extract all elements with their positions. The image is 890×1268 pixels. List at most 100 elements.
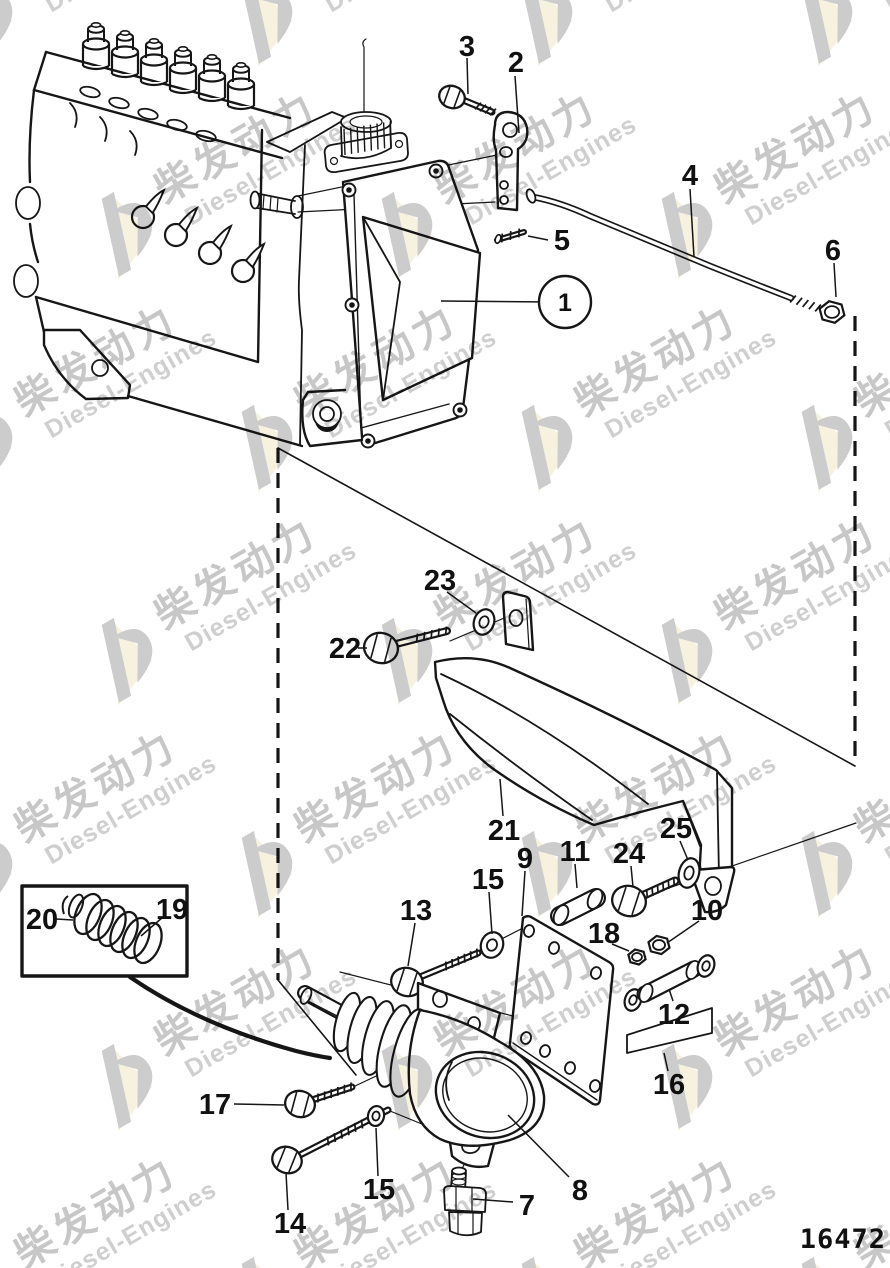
bolt-14-head xyxy=(271,1145,303,1175)
boss-thread xyxy=(376,123,379,150)
callout-label-1: 1 xyxy=(558,289,572,317)
callout-label-18: 18 xyxy=(588,918,620,950)
dome-highlight xyxy=(445,1061,453,1101)
diesel-engines-logo-icon xyxy=(101,191,132,277)
cover-crease-a xyxy=(440,673,649,805)
bolt-24-thread xyxy=(656,884,659,894)
washer-15 xyxy=(479,931,505,959)
callout-leader-10 xyxy=(666,920,700,944)
spring-coil xyxy=(121,916,151,960)
nut-10 xyxy=(647,934,671,956)
cap-nipple xyxy=(148,37,160,44)
bolt-3-thread xyxy=(479,104,487,112)
control-shaft-knurl xyxy=(262,194,279,213)
washer-15-upper xyxy=(479,931,505,959)
control-rod-4 xyxy=(525,188,822,312)
diesel-engines-logo-icon xyxy=(101,1043,132,1129)
diesel-engines-logo-icon xyxy=(801,404,832,490)
housing-foot xyxy=(42,328,132,401)
bolt-14-thread xyxy=(333,1133,337,1143)
diesel-engines-logo-icon xyxy=(521,830,552,916)
boss-thread xyxy=(369,124,373,151)
teardrop-port xyxy=(230,242,266,284)
boss-thread xyxy=(343,128,346,156)
washer-15-outer xyxy=(479,931,505,959)
spring-coil xyxy=(73,892,103,936)
boss-thread xyxy=(349,127,353,154)
watermark-text-en: Diesel-Engines xyxy=(600,0,781,18)
washer-12-left-inner xyxy=(628,994,638,1006)
bolt-14-thread xyxy=(353,1122,357,1132)
callout-label-7: 7 xyxy=(519,1190,535,1222)
axis-bolt-24 xyxy=(639,822,857,899)
callout-label-25: 25 xyxy=(660,813,692,845)
bolt-3-thread xyxy=(474,102,482,110)
retainer-20-clip xyxy=(61,895,69,915)
callout-label-4: 4 xyxy=(682,160,698,192)
diesel-engines-logo-icon xyxy=(253,1267,293,1268)
housing-left-edge-upper xyxy=(28,88,36,184)
diesel-engines-logo-icon xyxy=(0,0,13,44)
fuel-injection-pump xyxy=(13,21,482,449)
governor-face-inner-border xyxy=(353,193,450,429)
diesel-engines-logo-icon xyxy=(241,404,272,490)
front-face-bottom-edge xyxy=(34,295,260,364)
washer-23 xyxy=(472,608,496,636)
detail-pointer-curve xyxy=(127,974,333,1061)
spacer-12-end xyxy=(638,983,654,1003)
bolt-17-head-facet xyxy=(290,1091,298,1113)
bolt-24-thread xyxy=(667,879,670,889)
teardrop-tail xyxy=(144,188,166,215)
callout-leader-15 xyxy=(488,891,493,935)
callout-leader-9 xyxy=(521,870,526,917)
nut-10-bore xyxy=(652,939,666,951)
diesel-engines-logo-icon xyxy=(813,1267,853,1268)
pin-5-thread xyxy=(509,230,512,241)
diesel-engines-logo-icon xyxy=(113,202,153,257)
bracket-2-hole-mid xyxy=(499,146,513,158)
governor-left-flange xyxy=(297,144,306,446)
spacer-11-end xyxy=(552,904,570,926)
nut-18 xyxy=(627,948,647,966)
bolt-14-head-facet xyxy=(288,1152,298,1173)
retainer-20 xyxy=(67,893,85,919)
callout-label-21: 21 xyxy=(488,815,520,847)
holder-body xyxy=(168,68,198,95)
bolt-14-head-head xyxy=(271,1145,303,1175)
flange-hole xyxy=(432,990,448,1008)
bolt-13-head-facet xyxy=(396,968,405,992)
callout-leader-12 xyxy=(668,988,674,1002)
bolt-14-head-facet xyxy=(276,1147,286,1168)
callout-leader-2 xyxy=(514,75,520,134)
callout-label-17: 17 xyxy=(199,1089,231,1121)
spring-19 xyxy=(61,892,163,965)
spring-coil xyxy=(97,904,127,948)
cover-tab-edge xyxy=(525,598,530,649)
bolt-17 xyxy=(283,1082,356,1119)
top-port xyxy=(137,107,159,121)
actuator-shaft xyxy=(297,985,350,1021)
valve-holder xyxy=(110,29,140,79)
diesel-engines-logo-icon xyxy=(673,202,713,257)
holder-top xyxy=(81,37,111,51)
fitting-hex-facets xyxy=(455,1186,473,1213)
nut-6-bore xyxy=(823,305,841,319)
governor-foot xyxy=(301,388,364,448)
valve-holder xyxy=(226,61,256,111)
teardrop-tail xyxy=(244,242,266,269)
plate-hole xyxy=(589,1079,601,1093)
governor-foot-hole-shadow xyxy=(315,420,339,432)
smoke-limiter-assembly xyxy=(20,884,546,1237)
holder-top xyxy=(139,53,169,67)
top-port xyxy=(108,96,130,110)
diesel-engines-logo-icon xyxy=(521,0,552,64)
callout-leader-14 xyxy=(285,1172,289,1211)
diesel-engines-logo-icon xyxy=(533,841,573,896)
diesel-engines-logo-icon xyxy=(101,617,132,703)
cover-tab-hole xyxy=(508,609,524,627)
holder-top xyxy=(226,77,256,91)
washer-25-inner xyxy=(683,865,695,881)
